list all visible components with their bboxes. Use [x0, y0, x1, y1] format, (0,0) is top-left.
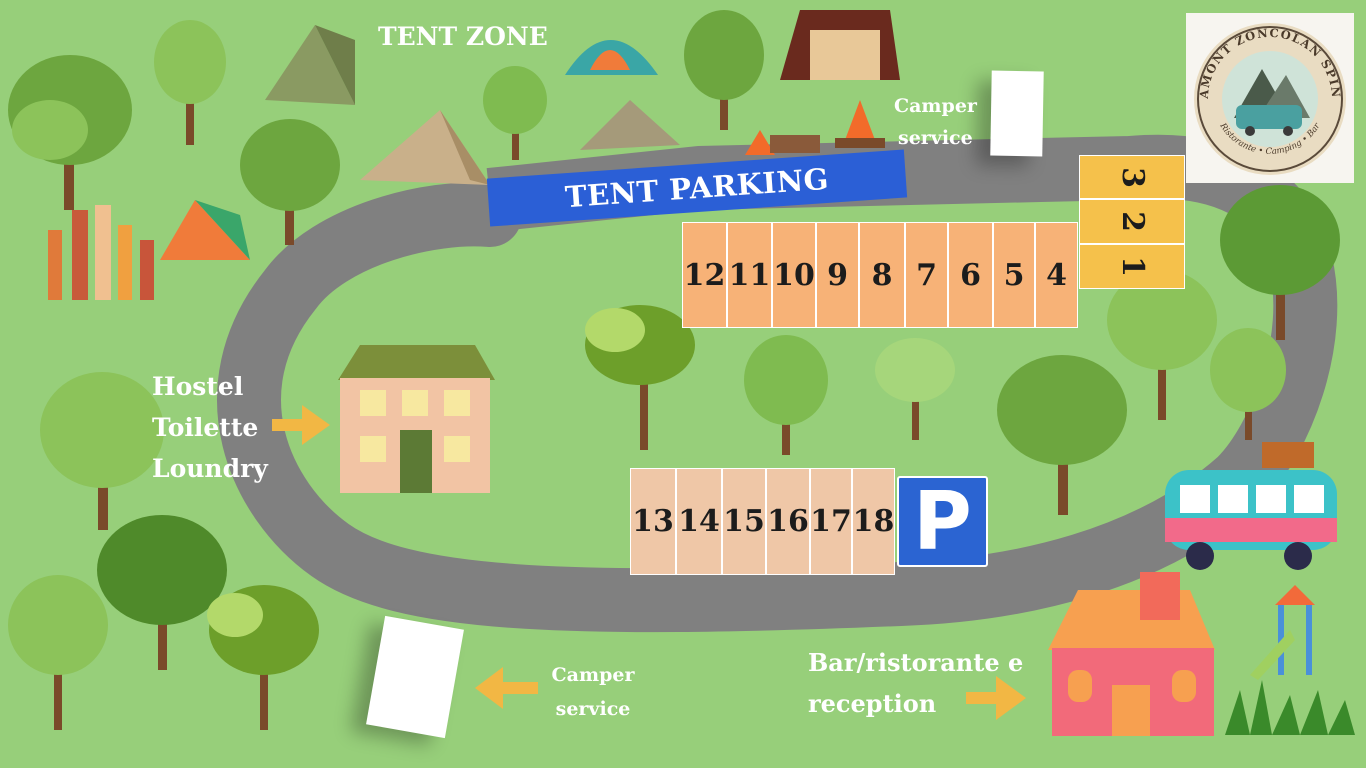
parking-slot-15[interactable]: 15	[722, 468, 766, 575]
parking-slot-10[interactable]: 10	[772, 222, 816, 328]
tree	[240, 119, 340, 245]
parking-slot-2[interactable]: 2	[1079, 199, 1185, 244]
family-icon	[48, 205, 154, 300]
parking-slot-8[interactable]: 8	[859, 222, 905, 328]
tent-icon	[565, 40, 658, 75]
tent-icon	[265, 25, 355, 105]
tree	[8, 55, 132, 210]
hostel-building-icon	[338, 345, 495, 493]
tree	[483, 66, 547, 160]
tree	[875, 338, 955, 440]
tree	[207, 585, 319, 730]
tent-icon	[580, 100, 680, 150]
parking-slot-16[interactable]: 16	[766, 468, 810, 575]
grass-tuft-icon	[1225, 680, 1355, 735]
parking-slot-11[interactable]: 11	[727, 222, 772, 328]
bar-restaurant-label: Bar/ristorante e reception	[808, 648, 1024, 718]
tent-icon	[160, 200, 250, 260]
camper-service-label-bottom: Camper service	[551, 664, 635, 720]
parking-slot-3[interactable]: 3	[1079, 155, 1185, 199]
parking-slot-5[interactable]: 5	[993, 222, 1035, 328]
tent-zone-label: TENT ZONE	[378, 22, 548, 51]
parking-slot-14[interactable]: 14	[676, 468, 722, 575]
tree	[1107, 270, 1217, 420]
parking-slot-12[interactable]: 12	[682, 222, 727, 328]
bonfire-shelter-icon	[780, 10, 900, 80]
tree	[40, 372, 164, 530]
campsite-logo: AMONT ZONCOLAN SPIN Ristorante • Camping…	[1186, 13, 1354, 183]
parking-sign: P	[897, 475, 988, 568]
tree	[585, 305, 695, 450]
camper-van-icon	[1165, 442, 1337, 570]
campfire-icon	[745, 130, 820, 155]
arrow-left-icon	[475, 667, 538, 709]
logo-badge-icon: AMONT ZONCOLAN SPIN Ristorante • Camping…	[1194, 23, 1346, 175]
tree	[744, 335, 828, 455]
bar-building-icon	[1048, 572, 1215, 736]
parking-slot-13[interactable]: 13	[630, 468, 676, 575]
parking-slot-4[interactable]: 4	[1035, 222, 1078, 328]
hostel-label: Hostel Toilette Loundry	[152, 372, 268, 483]
tree	[1220, 185, 1340, 340]
parking-slot-18[interactable]: 18	[852, 468, 895, 575]
tree	[1210, 328, 1286, 440]
parking-slot-7[interactable]: 7	[905, 222, 948, 328]
tree	[684, 10, 764, 130]
parking-slot-9[interactable]: 9	[816, 222, 859, 328]
playground-slide-icon	[1250, 585, 1315, 680]
tree	[154, 20, 226, 145]
arrow-right-icon	[966, 676, 1026, 720]
parking-slot-6[interactable]: 6	[948, 222, 993, 328]
campfire-icon	[835, 100, 885, 148]
parking-slot-17[interactable]: 17	[810, 468, 852, 575]
tent-icon	[360, 110, 490, 185]
tree	[8, 575, 108, 730]
camper-service-label-top: Camper service	[894, 95, 977, 149]
tree	[97, 515, 227, 670]
arrow-right-icon	[272, 405, 330, 445]
tree	[997, 355, 1127, 515]
parking-slot-1[interactable]: 1	[1079, 244, 1185, 289]
